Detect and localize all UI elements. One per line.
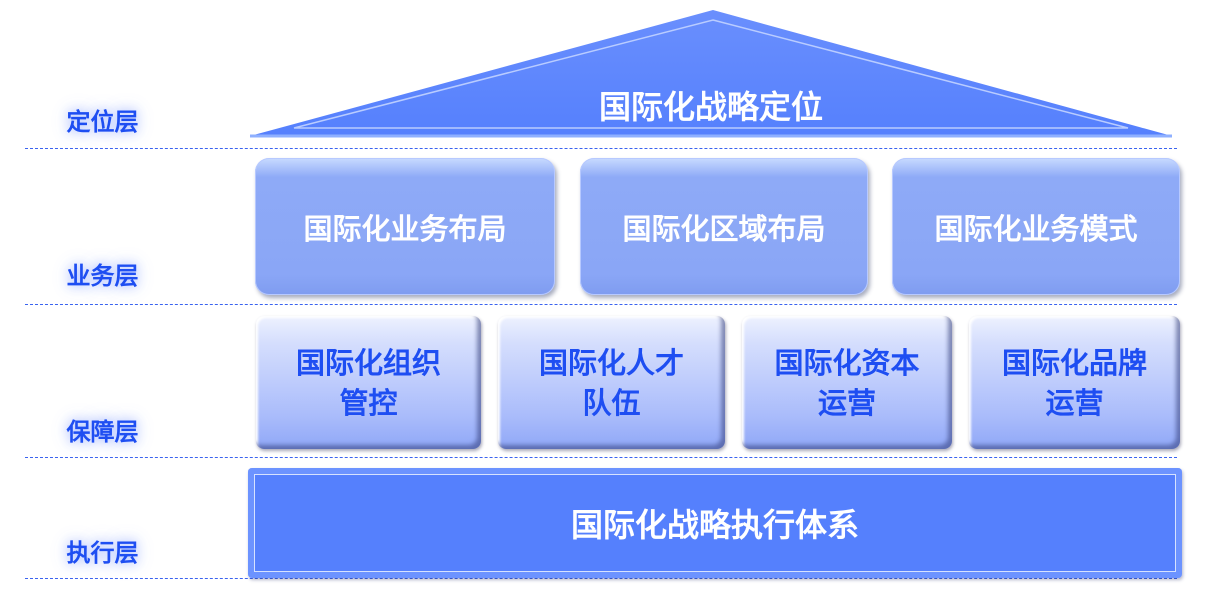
roof-triangle [250,10,1172,138]
support-box-line: 国际化品牌 [1001,345,1147,380]
support-box-line: 国际化资本 [774,345,920,380]
divider [25,578,1177,579]
support-box: 国际化人才 队伍 [498,316,725,449]
layer-label-support: 保障层 [66,418,139,446]
support-box-line: 队伍 [582,385,641,420]
roof-title: 国际化战略定位 [598,88,823,126]
layer-label-positioning: 定位层 [66,108,139,136]
divider [25,304,1177,305]
execution-box: 国际化战略执行体系 [248,468,1182,578]
support-box: 国际化品牌 运营 [969,316,1180,449]
support-box-line: 国际化人才 [538,345,684,380]
support-box-line: 运营 [1045,385,1104,420]
layer-label-execution: 执行层 [66,539,139,567]
support-box-line: 国际化组织 [295,345,441,380]
support-box-line: 运营 [817,385,876,420]
support-box-line: 管控 [339,385,398,420]
support-box: 国际化组织 管控 [256,316,481,449]
layer-label-business: 业务层 [66,262,139,290]
divider [25,457,1177,458]
business-box: 国际化区域布局 [580,158,868,295]
business-box: 国际化业务布局 [255,158,555,295]
divider [25,148,1177,149]
support-box: 国际化资本 运营 [742,316,952,449]
business-box: 国际化业务模式 [892,158,1180,295]
